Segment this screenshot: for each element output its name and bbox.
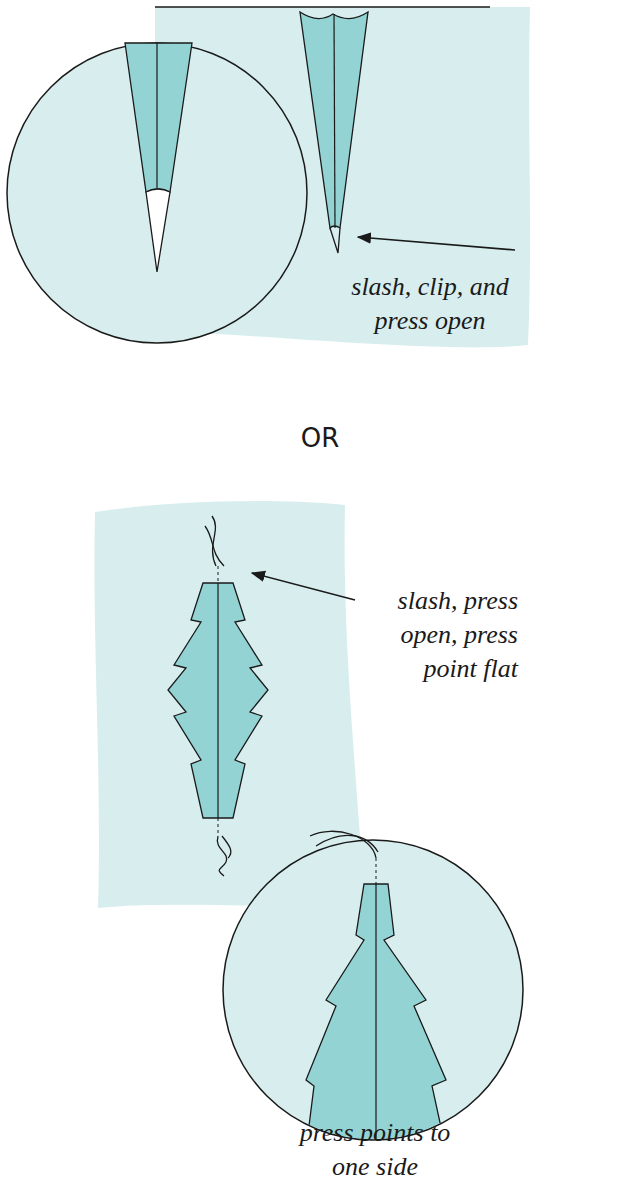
- step-label: slash, clip, and press open: [325, 270, 535, 338]
- dart-points-pressed: [306, 884, 446, 1150]
- slash-line: [217, 583, 218, 818]
- step-label: press points to one side: [295, 1116, 455, 1184]
- stitch-line: [218, 566, 219, 583]
- dart-notched: [168, 583, 268, 818]
- slash-line: [334, 14, 335, 228]
- label-slot: OR: [260, 422, 380, 454]
- dart: [300, 12, 368, 228]
- fabric: [94, 501, 365, 908]
- thread: [222, 836, 231, 858]
- stitch-line: [376, 858, 377, 884]
- label-slot: slash, clip, and press open: [325, 270, 535, 338]
- thread: [316, 835, 378, 852]
- or-label: OR: [260, 422, 380, 454]
- fabric-edge: [155, 6, 490, 8]
- leader-arrow: [358, 237, 515, 250]
- label-slot: slash, press open, press point flat: [360, 584, 518, 686]
- slash-line: [156, 43, 157, 188]
- thread: [205, 526, 224, 566]
- dart-tip: [330, 228, 340, 253]
- step-label: slash, press open, press point flat: [360, 584, 518, 686]
- detail-circle: [7, 43, 307, 343]
- thread: [217, 836, 226, 876]
- thread: [212, 516, 216, 566]
- leader-arrow: [252, 573, 355, 600]
- label-slot: press points to one side: [295, 1116, 455, 1184]
- dart-detail: [125, 43, 192, 192]
- stitch-line: [218, 818, 219, 836]
- dart-tip-detail: [146, 189, 170, 272]
- slash-line: [375, 884, 376, 1150]
